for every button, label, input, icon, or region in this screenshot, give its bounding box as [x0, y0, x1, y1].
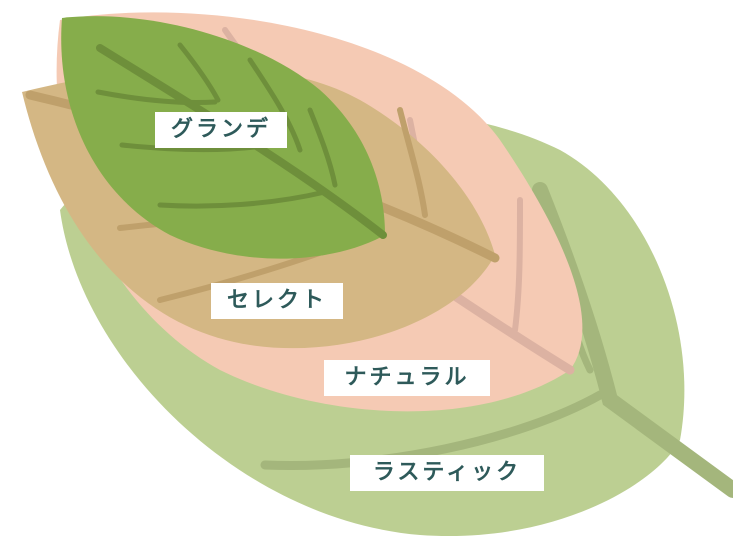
rustic-label: ラスティック [350, 455, 544, 491]
natural-label: ナチュラル [324, 360, 490, 396]
select-leaf-vein [397, 107, 428, 218]
grande-leaf-vein [307, 107, 338, 188]
grande-leaf-vein [247, 57, 303, 153]
grande-leaf-vein [177, 42, 221, 103]
grande-leaf-vein [95, 89, 218, 106]
grande-leaf-vein [157, 189, 328, 209]
natural-leaf-vein [512, 197, 523, 333]
rustic-leaf-stem [532, 182, 733, 498]
select-label: セレクト [211, 283, 343, 319]
rustic-leaf-vein [260, 390, 605, 471]
grande-label: グランデ [155, 112, 287, 148]
